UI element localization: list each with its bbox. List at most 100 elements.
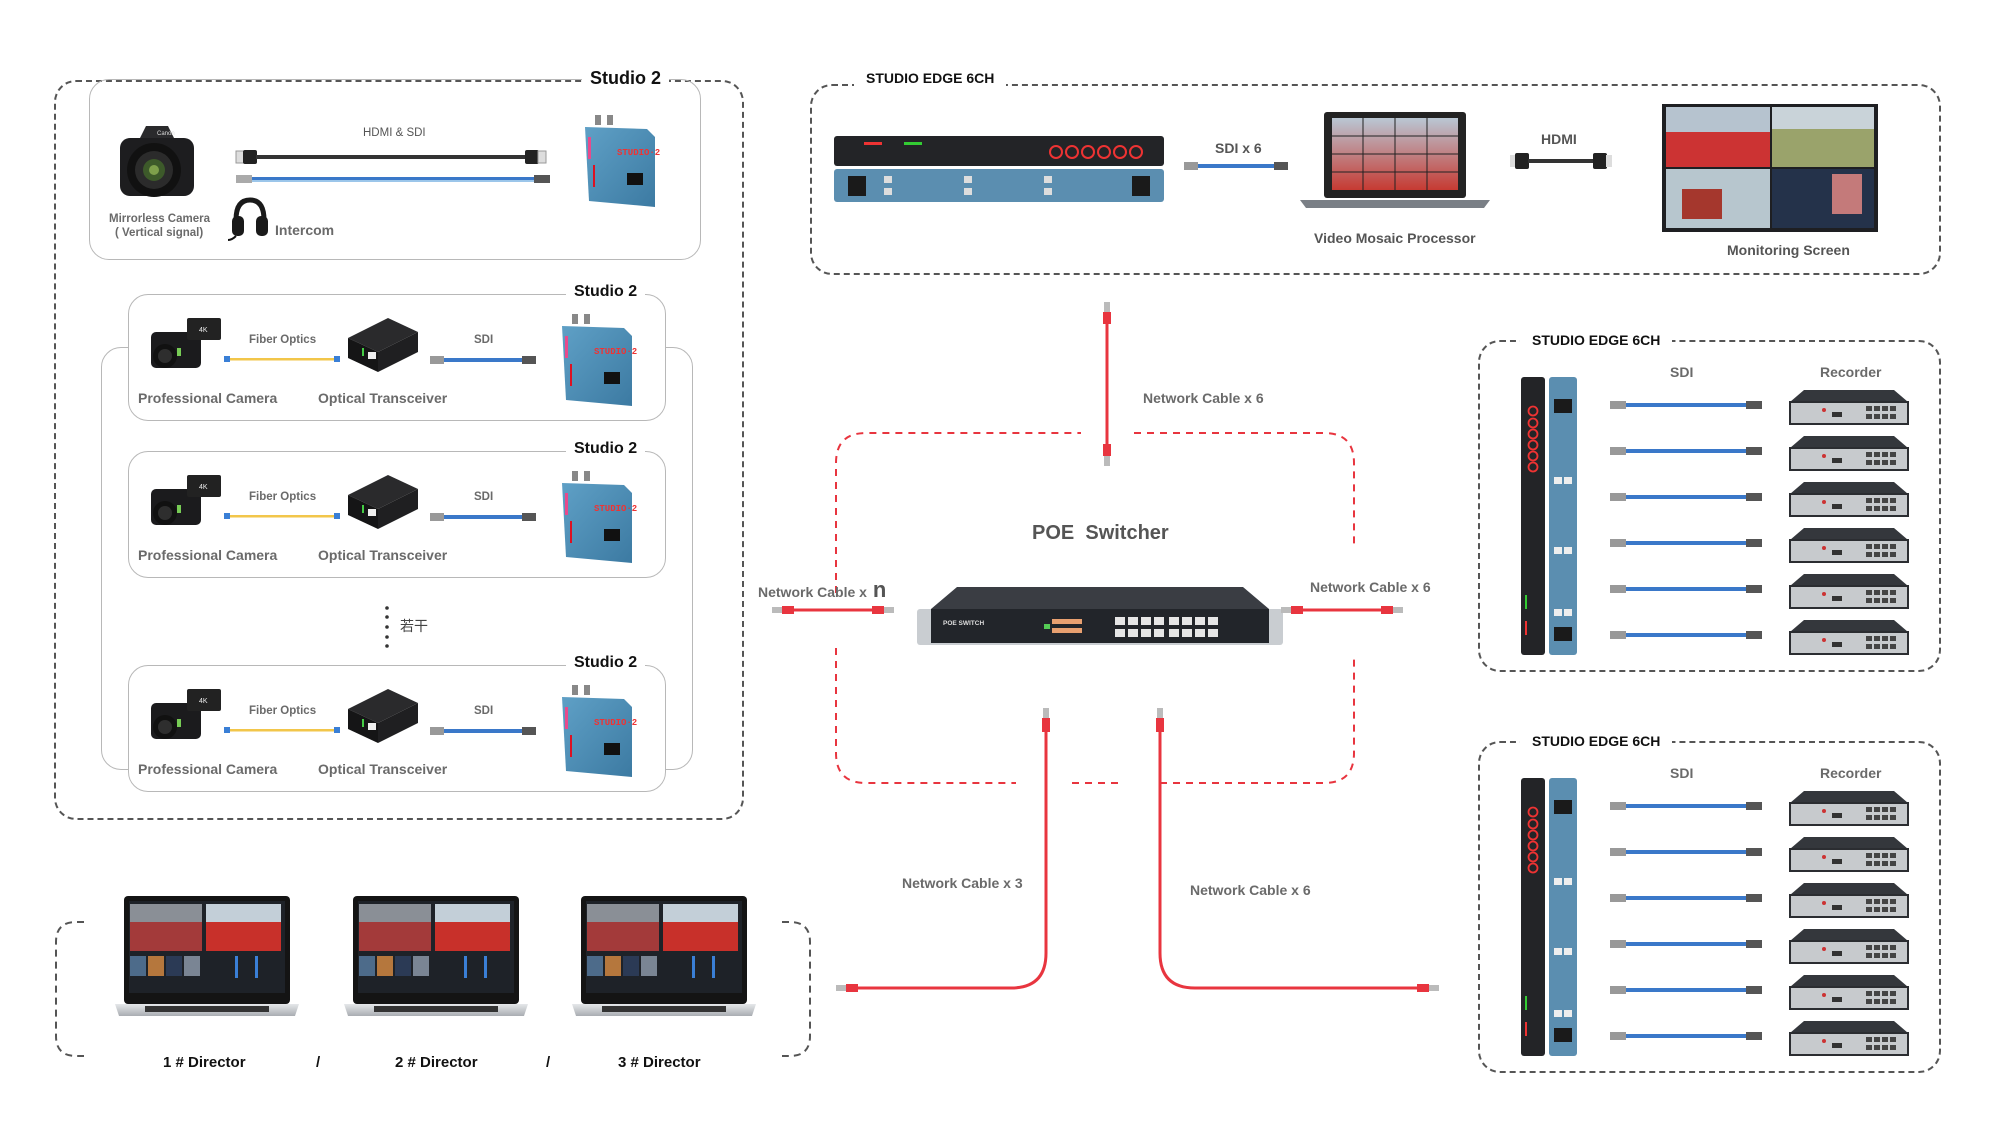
network-cable-right-label: Network Cable x 6 [1310,579,1431,595]
optical-transceiver-icon [348,318,418,372]
recorder-panel [1478,741,1941,1073]
more-studios-label: 若干 [400,618,428,634]
recorder-sdi-cable-icon [1610,585,1762,593]
studio-top-box [89,79,701,260]
network-cable-left-count: n [872,577,887,602]
director-laptop-icon [115,896,299,1016]
mosaic-hdmi-label: HDMI [1541,131,1577,147]
fiber-optics-label: Fiber Optics [249,705,317,717]
professional-camera-icon: 4K [151,689,221,739]
recorder-device-icon [1789,883,1909,918]
recorder-sdi-cable-icon [1610,631,1762,639]
studio-box-title: Studio 2 [566,654,646,672]
studio-device-text: STUDIO·2 [617,148,660,158]
recorder-header: Recorder [1820,765,1882,781]
fiber-optic-cable-icon [224,727,340,733]
more-dots-icon [385,606,389,648]
recorder-sdi-cable-icon [1610,802,1762,810]
sdi-cable-icon [430,727,536,735]
sdi-label: SDI [474,491,494,503]
monitoring-screen-icon [1662,104,1878,232]
network-cable-top-label: Network Cable x 6 [1143,390,1264,406]
studio-device-text: STUDIO·2 [594,504,637,514]
sdi-cable-icon [430,356,536,364]
hdmi-sdi-cable-label: HDMI & SDI [363,127,426,139]
network-cable-left-prefix: Network Cable x [758,584,867,600]
studio-top-title: Studio 2 [582,68,669,89]
mosaic-panel [810,84,1941,275]
studio-2-device-icon: STUDIO·2 [562,314,637,406]
recorder-sdi-cable-icon [1610,539,1762,547]
recorder-device-icon [1789,791,1909,826]
intercom-label: Intercom [275,222,335,238]
network-cable-left-label: Network Cable x n [758,577,886,603]
recorder-sdi-cable-icon [1610,986,1762,994]
recorder-device-icon [1789,975,1909,1010]
recorder-device-icon [1789,574,1909,609]
monitoring-screen-label: Monitoring Screen [1727,242,1850,258]
director-label: 2 # Director [395,1054,478,1071]
recorder-panel-title: STUDIO EDGE 6CH [1520,332,1673,348]
network-cable-left-icon [772,606,894,614]
studio-2-device-icon: STUDIO·2 [585,115,660,207]
intercom-headset-icon [227,197,268,241]
svg-text:Canon: Canon [157,131,175,137]
optical-transceiver-label: Optical Transceiver [318,547,448,563]
recorder-sdi-cable-icon [1610,447,1762,455]
recorder-device-icon [1789,390,1909,425]
recorder-panel-title: STUDIO EDGE 6CH [1520,733,1673,749]
recorder-panel [1478,340,1941,672]
svg-text:4K: 4K [199,484,208,491]
director-label: 1 # Director [163,1054,246,1071]
director-label: 3 # Director [618,1054,701,1071]
mirrorless-camera-label-1: Mirrorless Camera [109,213,210,225]
recorder-device-icon [1789,837,1909,872]
director-laptop-icon [572,896,756,1016]
poe-switch-icon: POE SWITCH [917,587,1283,645]
studio-device-text: STUDIO·2 [594,718,637,728]
fiber-optics-label: Fiber Optics [249,491,317,503]
recorder-sdi-cable-icon [1610,894,1762,902]
recorder-sdi-cable-icon [1610,1032,1762,1040]
professional-camera-label: Professional Camera [138,390,278,406]
network-cable-bottom-right-label: Network Cable x 6 [1190,882,1311,898]
sdi-label: SDI [474,334,494,346]
director-separator: / [546,1054,551,1071]
professional-camera-label: Professional Camera [138,761,278,777]
sdi-cable-icon [430,513,536,521]
hdmi-cable-icon [235,150,547,164]
recorder-sdi-cable-icon [1610,493,1762,501]
mirrorless-camera-icon: Canon [120,126,194,197]
studios-region [54,80,744,820]
studio-device-text: STUDIO·2 [594,347,637,357]
recorder-device-icon [1789,528,1909,563]
recorder-sdi-cable-icon [1610,401,1762,409]
fiber-optic-cable-icon [224,513,340,519]
director-laptop-icon [344,896,528,1016]
network-cable-bottom-left-label: Network Cable x 3 [902,875,1023,891]
mosaic-panel-title: STUDIO EDGE 6CH [854,70,1007,86]
studio-box-title: Studio 2 [566,283,646,301]
recorder-device-icon [1789,436,1909,471]
recorder-sdi-cable-icon [1610,940,1762,948]
fiber-optic-cable-icon [224,356,340,362]
poe-switch-device-text: POE SWITCH [943,620,984,627]
fiber-optics-label: Fiber Optics [249,334,317,346]
recorder-device-icon [1789,929,1909,964]
mirrorless-camera-label-2: ( Vertical signal) [115,227,204,239]
svg-text:4K: 4K [199,698,208,705]
recorder-sdi-header: SDI [1670,364,1694,380]
recorder-sdi-cable-icon [1610,848,1762,856]
mosaic-sdi-cable-icon [1184,162,1288,170]
studio-2-device-icon: STUDIO·2 [562,685,637,777]
professional-camera-icon: 4K [151,475,221,525]
poe-network-ring [835,432,1355,784]
network-cable-right-icon [1281,606,1403,614]
studio-2-device-icon: STUDIO·2 [562,471,637,563]
poe-title: POE Switcher [1032,522,1169,544]
studio-edge-rack-icon [834,136,1164,202]
sdi-label: SDI [474,705,494,717]
network-cable-bottom-right-icon [1156,708,1439,992]
professional-camera-label: Professional Camera [138,547,278,563]
recorder-header: Recorder [1820,364,1882,380]
